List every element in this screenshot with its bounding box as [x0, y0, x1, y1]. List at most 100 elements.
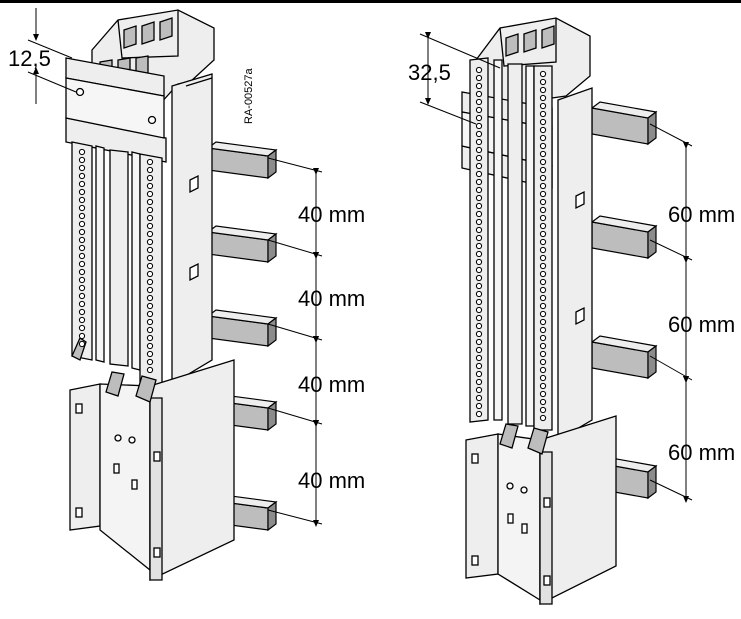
left-module [65, 9, 278, 582]
left-pitch-label: 40 mm [298, 202, 365, 227]
left-dimensions [27, 8, 323, 527]
terminal-hole [539, 158, 547, 166]
terminal-hole [475, 74, 483, 82]
terminal-hole [146, 286, 154, 294]
terminal-hole [475, 114, 483, 122]
terminal-hole [539, 254, 547, 262]
right-pitch-label: 60 mm [668, 440, 735, 465]
terminal-hole [146, 326, 154, 334]
terminal-hole [539, 198, 547, 206]
terminal-hole [78, 268, 86, 276]
terminal-hole [146, 310, 154, 318]
terminal-hole [475, 82, 483, 90]
terminal-hole [539, 110, 547, 118]
left-top-offset-label: 12,5 [8, 46, 51, 71]
terminal-hole [78, 308, 86, 316]
terminal-hole [539, 358, 547, 366]
terminal-hole [475, 242, 483, 250]
terminal-hole [475, 378, 483, 386]
terminal-hole [475, 258, 483, 266]
terminal-hole [539, 150, 547, 158]
terminal-hole [78, 228, 86, 236]
terminal-hole [475, 130, 483, 138]
top-rule [0, 0, 741, 3]
right-top-offset-label: 32,5 [408, 60, 451, 85]
terminal-hole [78, 244, 86, 252]
terminal-hole [475, 202, 483, 210]
terminal-hole [146, 190, 154, 198]
terminal-hole [78, 300, 86, 308]
terminal-hole [539, 270, 547, 278]
terminal-hole [146, 318, 154, 326]
terminal-hole [539, 326, 547, 334]
terminal-hole [475, 330, 483, 338]
terminal-hole [475, 194, 483, 202]
left-pitch-label: 40 mm [298, 468, 365, 493]
terminal-hole [539, 390, 547, 398]
terminal-hole [78, 148, 86, 156]
terminal-hole [539, 126, 547, 134]
left-terminal-holes [78, 148, 154, 374]
terminal-hole [146, 342, 154, 350]
terminal-hole [146, 238, 154, 246]
terminal-hole [78, 260, 86, 268]
terminal-hole [146, 174, 154, 182]
left-busbar [206, 309, 278, 348]
terminal-hole [539, 318, 547, 326]
terminal-hole [539, 310, 547, 318]
terminal-hole [78, 252, 86, 260]
terminal-hole [539, 262, 547, 270]
terminal-hole [78, 188, 86, 196]
terminal-hole [539, 118, 547, 126]
terminal-hole [475, 138, 483, 146]
terminal-hole [539, 142, 547, 150]
terminal-hole [475, 322, 483, 330]
terminal-hole [539, 134, 547, 142]
terminal-hole [78, 156, 86, 164]
terminal-hole [539, 166, 547, 174]
terminal-hole [146, 182, 154, 190]
terminal-hole [475, 386, 483, 394]
right-frame [461, 17, 617, 606]
terminal-hole [475, 410, 483, 418]
terminal-hole [146, 198, 154, 206]
terminal-hole [539, 182, 547, 190]
terminal-hole [539, 374, 547, 382]
left-busbar [206, 141, 278, 180]
terminal-hole [539, 342, 547, 350]
terminal-hole [78, 212, 86, 220]
terminal-hole [146, 334, 154, 342]
terminal-hole [78, 276, 86, 284]
terminal-hole [78, 180, 86, 188]
terminal-hole [539, 414, 547, 422]
terminal-hole [78, 204, 86, 212]
right-pitch-label: 60 mm [668, 202, 735, 227]
terminal-hole [539, 174, 547, 182]
terminal-hole [475, 338, 483, 346]
terminal-hole [78, 220, 86, 228]
terminal-hole [539, 406, 547, 414]
terminal-hole [78, 332, 86, 340]
terminal-hole [475, 162, 483, 170]
terminal-hole [78, 164, 86, 172]
right-busbar [590, 335, 658, 380]
left-pitch-label: 40 mm [298, 372, 365, 397]
terminal-hole [78, 196, 86, 204]
terminal-hole [475, 266, 483, 274]
terminal-hole [539, 302, 547, 310]
terminal-hole [539, 230, 547, 238]
terminal-hole [539, 94, 547, 102]
terminal-hole [539, 86, 547, 94]
terminal-hole [146, 214, 154, 222]
terminal-hole [146, 166, 154, 174]
terminal-hole [539, 246, 547, 254]
terminal-hole [475, 298, 483, 306]
terminal-hole [475, 354, 483, 362]
terminal-hole [475, 146, 483, 154]
terminal-hole [475, 290, 483, 298]
left-busbar [206, 225, 278, 264]
terminal-hole [78, 236, 86, 244]
terminal-hole [475, 306, 483, 314]
